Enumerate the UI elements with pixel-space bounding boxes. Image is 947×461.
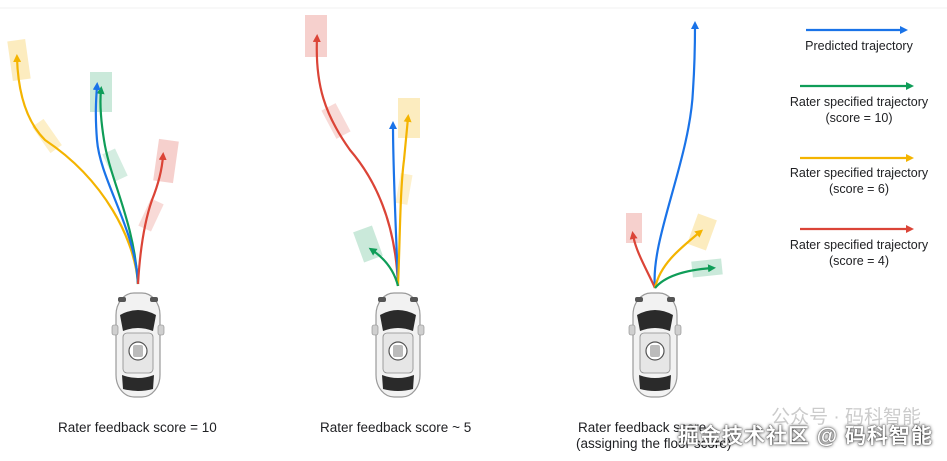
panel-2-caption: Rater feedback score ~ 5 <box>320 420 471 436</box>
legend-score4-line2: (score = 4) <box>774 253 944 269</box>
panel-2 <box>305 15 424 397</box>
legend-score6-line2: (score = 6) <box>774 181 944 197</box>
legend-score10-line1: Rater specified trajectory <box>774 94 944 110</box>
yellow-highlight-box <box>398 98 420 138</box>
legend <box>800 30 910 229</box>
green-highlight-box <box>353 226 383 263</box>
panel-3 <box>626 25 723 397</box>
red-highlight-box <box>153 139 179 183</box>
legend-predicted-label: Predicted trajectory <box>774 38 944 54</box>
ego-car <box>112 293 164 397</box>
watermark: 掘金技术社区 @ 码科智能 <box>678 420 933 450</box>
legend-score4-label: Rater specified trajectory (score = 4) <box>774 237 944 269</box>
panel-1-caption: Rater feedback score = 10 <box>58 420 217 436</box>
predicted-trajectory <box>655 25 695 288</box>
rater-trajectory-score4 <box>317 38 398 286</box>
panel-1 <box>7 39 179 397</box>
legend-score6-label: Rater specified trajectory (score = 6) <box>774 165 944 197</box>
legend-score10-label: Rater specified trajectory (score = 10) <box>774 94 944 126</box>
legend-score6-line1: Rater specified trajectory <box>774 165 944 181</box>
ego-car <box>372 293 424 397</box>
yellow-highlight-box <box>395 173 412 205</box>
legend-score10-line2: (score = 10) <box>774 110 944 126</box>
legend-score4-line1: Rater specified trajectory <box>774 237 944 253</box>
yellow-highlight-box <box>687 214 717 251</box>
ego-car <box>629 293 681 397</box>
